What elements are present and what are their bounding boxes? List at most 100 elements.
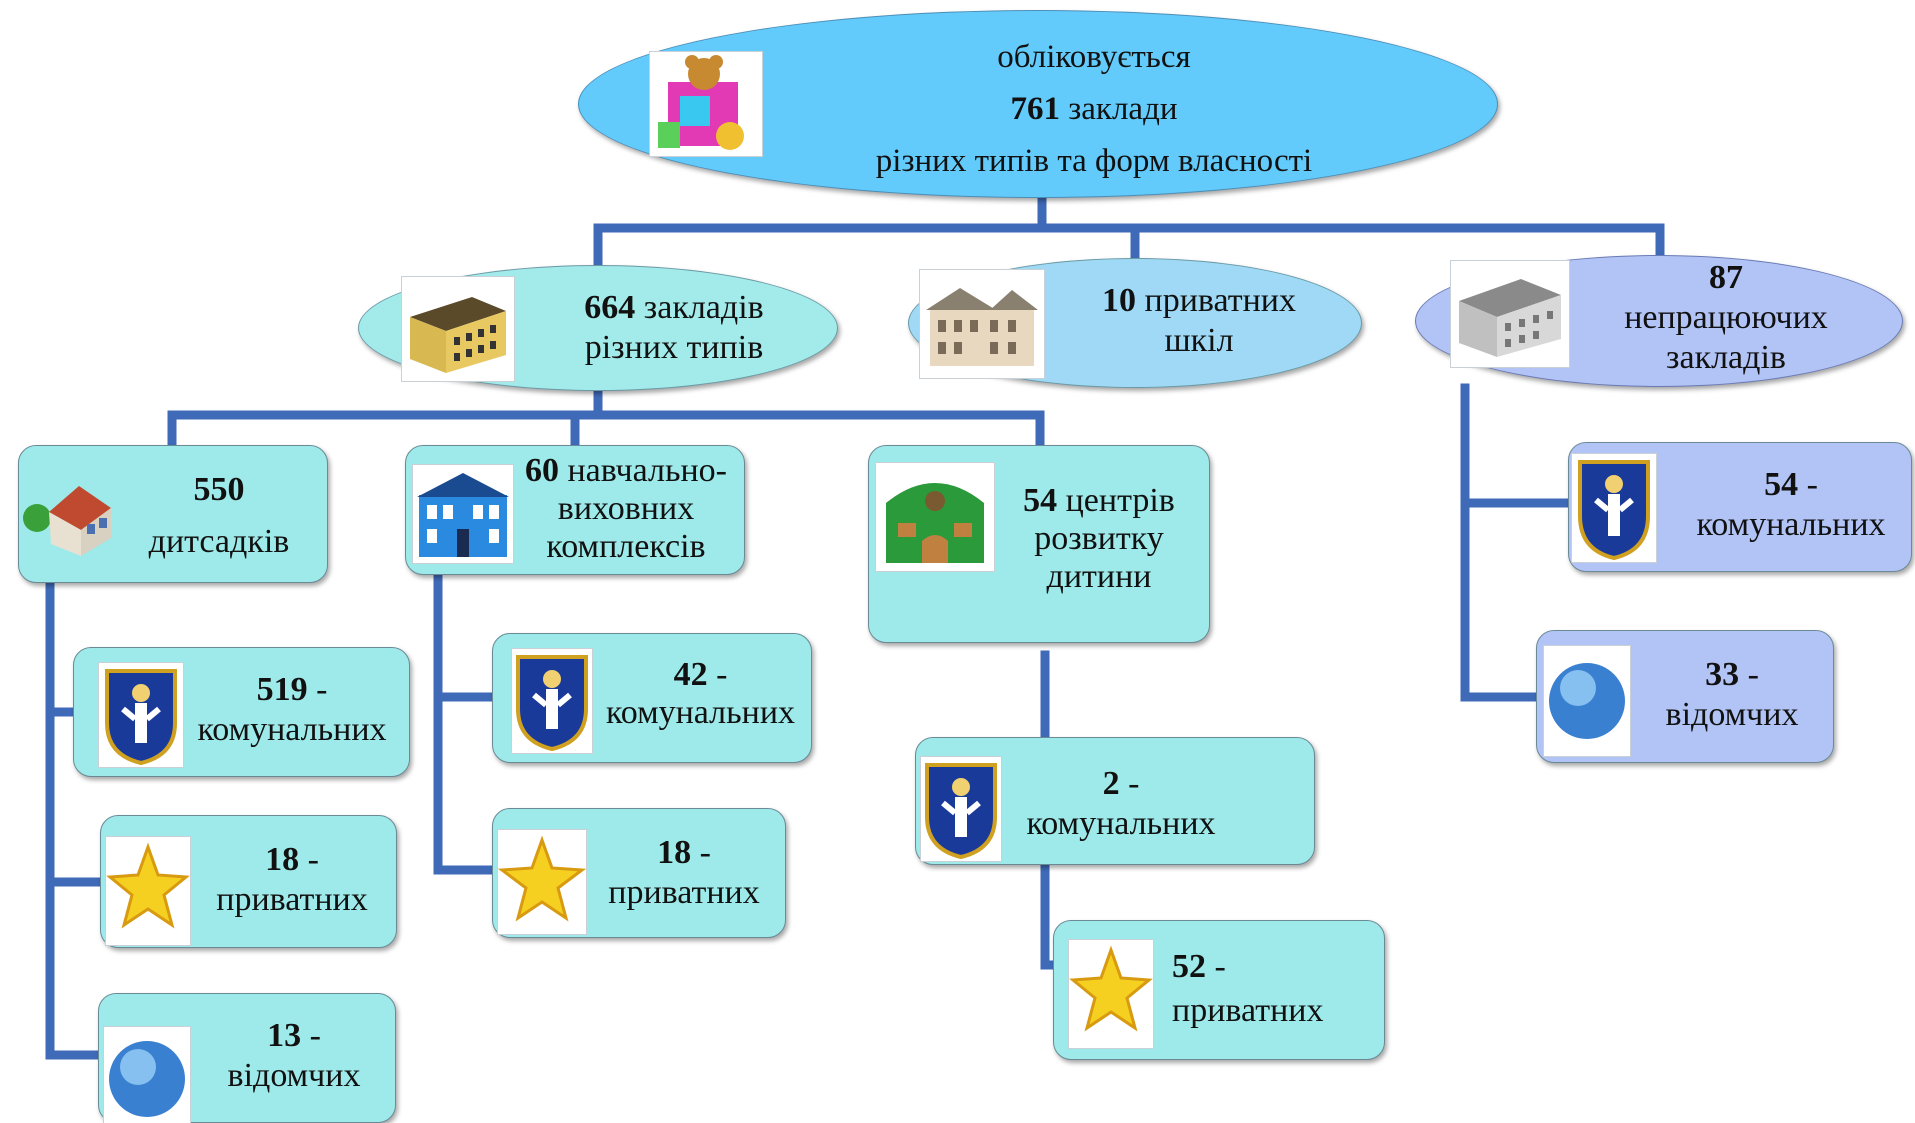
complexes-count: 60 bbox=[524, 452, 559, 489]
kindergartens-l1: дитсадків bbox=[148, 523, 290, 560]
kindergartens-communal-text: 519 - комунальних bbox=[182, 670, 402, 750]
centers-communal-text: 2 - комунальних bbox=[1006, 764, 1236, 844]
kindergartens-departmental-text: 13 - відомчих bbox=[199, 1016, 389, 1096]
inactive-node: 87 непрацюючих закладів bbox=[1415, 255, 1903, 387]
inactive-text: 87 непрацюючих закладів bbox=[1576, 258, 1876, 378]
coat-of-arms-icon bbox=[511, 648, 593, 754]
centers-count: 54 bbox=[1023, 482, 1058, 519]
root-line3: різних типів та форм власності bbox=[875, 143, 1313, 179]
globe-icon bbox=[103, 1026, 191, 1123]
cc-dash: - bbox=[707, 656, 728, 693]
private-schools-l1: приватних bbox=[1144, 282, 1296, 319]
cep-label: приватних bbox=[1172, 992, 1324, 1029]
cc-label: комунальних bbox=[605, 694, 796, 731]
globe-icon bbox=[1543, 645, 1631, 757]
cec-count: 2 bbox=[1102, 765, 1120, 802]
star-icon bbox=[105, 836, 191, 946]
coat-of-arms-icon bbox=[1571, 453, 1657, 563]
private-schools-node: 10 приватних шкіл bbox=[908, 258, 1362, 388]
kindergartens-communal-node: 519 - комунальних bbox=[73, 647, 410, 777]
kindergartens-departmental-node: 13 - відомчих bbox=[98, 993, 396, 1123]
kp-dash: - bbox=[299, 841, 319, 878]
kd-dash: - bbox=[301, 1017, 321, 1054]
kindergartens-text: 550 дитсадків bbox=[129, 464, 309, 568]
coat-of-arms-icon bbox=[98, 662, 184, 768]
complexes-communal-text: 42 - комунальних bbox=[593, 656, 808, 732]
coat-of-arms-icon bbox=[920, 756, 1002, 862]
cp-label: приватних bbox=[608, 874, 760, 911]
root-text: обліковується 761 заклади різних типів т… bbox=[729, 31, 1459, 187]
cec-dash: - bbox=[1119, 765, 1140, 802]
star-icon bbox=[497, 829, 587, 935]
kc-dash: - bbox=[307, 671, 328, 708]
kindergartens-private-node: 18 - приватних bbox=[100, 815, 397, 948]
diverse-count: 664 bbox=[584, 289, 636, 326]
connectors bbox=[45, 190, 1665, 1060]
gray-building-icon bbox=[1450, 260, 1570, 368]
centers-communal-node: 2 - комунальних bbox=[915, 737, 1315, 865]
centers-private-text: 52 - приватних bbox=[1152, 945, 1372, 1033]
cep-count: 52 bbox=[1172, 948, 1206, 985]
diverse-types-node: 664 закладів різних типів bbox=[358, 265, 838, 391]
kc-count: 519 bbox=[256, 671, 308, 708]
kp-count: 18 bbox=[265, 841, 300, 878]
inactive-communal-text: 54 - комунальних bbox=[1681, 465, 1901, 545]
root-unit: заклади bbox=[1068, 91, 1178, 127]
kp-label: приватних bbox=[216, 881, 368, 918]
inactive-count: 87 bbox=[1709, 259, 1743, 296]
complexes-communal-node: 42 - комунальних bbox=[492, 633, 812, 763]
kindergartens-node: 550 дитсадків bbox=[18, 445, 328, 583]
id-label: відомчих bbox=[1665, 696, 1799, 733]
centers-l2: розвитку bbox=[1034, 520, 1164, 557]
ic-count: 54 bbox=[1764, 466, 1799, 503]
ic-dash: - bbox=[1798, 466, 1818, 503]
inactive-l2: закладів bbox=[1666, 339, 1786, 376]
cc-count: 42 bbox=[673, 656, 708, 693]
inactive-communal-node: 54 - комунальних bbox=[1568, 442, 1912, 572]
root-node: обліковується 761 заклади різних типів т… bbox=[578, 10, 1498, 198]
complexes-private-text: 18 - приватних bbox=[589, 833, 779, 913]
centers-text: 54 центрів розвитку дитини bbox=[999, 482, 1199, 596]
house-icon bbox=[19, 468, 115, 562]
school-building-icon bbox=[401, 276, 515, 382]
diverse-text: 664 закладів різних типів bbox=[529, 288, 819, 368]
root-count: 761 bbox=[1010, 91, 1060, 127]
private-schools-text: 10 приватних шкіл bbox=[1059, 281, 1339, 361]
private-schools-l2: шкіл bbox=[1164, 322, 1234, 360]
kc-label: комунальних bbox=[197, 711, 387, 748]
ic-label: комунальних bbox=[1696, 506, 1886, 543]
complexes-l1: навчально- bbox=[567, 452, 728, 489]
cec-label: комунальних bbox=[1026, 805, 1216, 842]
diverse-l2: різних типів bbox=[584, 329, 764, 367]
cp-count: 18 bbox=[657, 834, 692, 871]
kd-count: 13 bbox=[267, 1017, 302, 1054]
diverse-l1: закладів bbox=[643, 289, 764, 326]
blue-house-icon bbox=[412, 464, 514, 564]
id-dash: - bbox=[1739, 656, 1759, 693]
kd-label: відомчих bbox=[227, 1057, 361, 1094]
kindergartens-count: 550 bbox=[193, 471, 245, 508]
id-count: 33 bbox=[1705, 656, 1740, 693]
cp-dash: - bbox=[691, 834, 711, 871]
root-line2: 761 заклади bbox=[729, 83, 1459, 135]
centers-l1: центрів bbox=[1065, 482, 1175, 519]
kindergartens-private-text: 18 - приватних bbox=[197, 840, 387, 920]
green-house-icon bbox=[875, 462, 995, 572]
inactive-l1: непрацюючих bbox=[1624, 299, 1828, 336]
centers-l3: дитини bbox=[1046, 558, 1152, 595]
inactive-departmental-node: 33 - відомчих bbox=[1536, 630, 1834, 763]
cep-dash: - bbox=[1206, 948, 1226, 985]
complexes-text: 60 навчально- виховних комплексів bbox=[516, 452, 736, 566]
toy-box-icon bbox=[649, 51, 763, 157]
star-icon bbox=[1068, 939, 1154, 1049]
complexes-node: 60 навчально- виховних комплексів bbox=[405, 445, 745, 575]
inactive-departmental-text: 33 - відомчих bbox=[1637, 655, 1827, 735]
complexes-private-node: 18 - приватних bbox=[492, 808, 786, 938]
complexes-l2: виховних bbox=[557, 490, 695, 527]
private-schools-count: 10 bbox=[1102, 282, 1137, 319]
mansion-icon bbox=[919, 269, 1045, 379]
centers-private-node: 52 - приватних bbox=[1053, 920, 1385, 1060]
centers-node: 54 центрів розвитку дитини bbox=[868, 445, 1210, 643]
root-line1: обліковується bbox=[997, 39, 1191, 75]
